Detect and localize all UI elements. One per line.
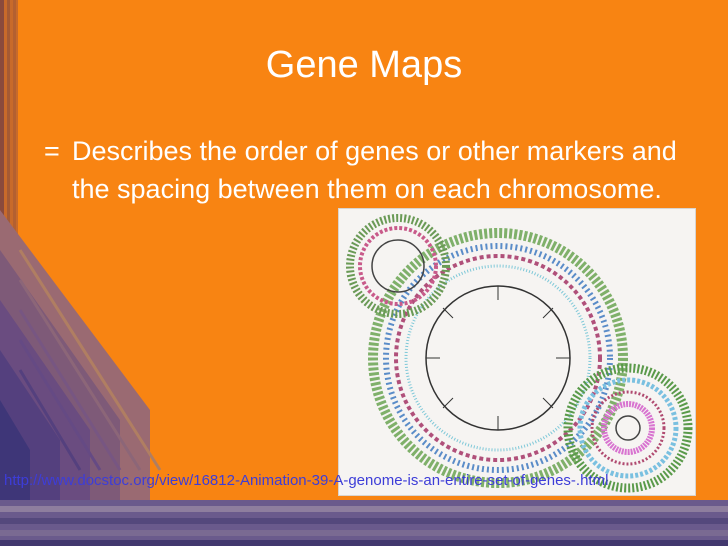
bullet-text: Describes the order of genes or other ma…: [72, 136, 677, 204]
slide-title: Gene Maps: [265, 44, 463, 86]
source-link[interactable]: http://www.docstoc.org/view/16812-Animat…: [4, 472, 609, 489]
bullet-point: = Describes the order of genes or other …: [44, 132, 704, 208]
genome-circular-map-image: [338, 208, 696, 496]
bullet-marker: =: [44, 136, 60, 166]
